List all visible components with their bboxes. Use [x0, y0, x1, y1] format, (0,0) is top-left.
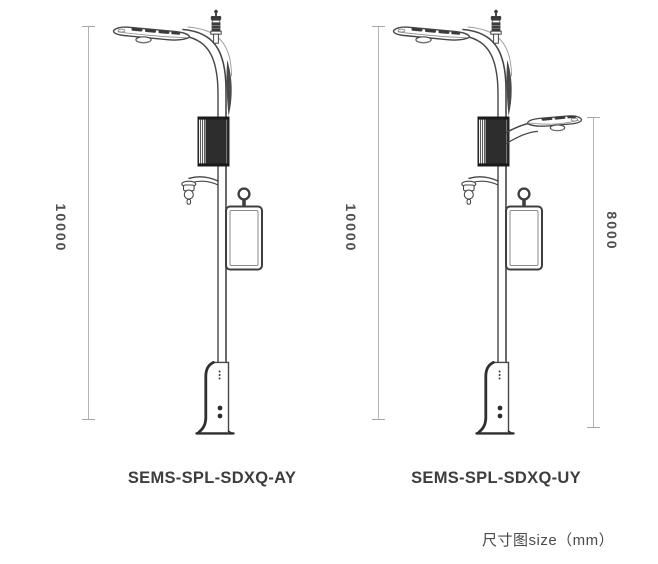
pole-model-uy: [392, 8, 583, 435]
dimension-tick-top: [82, 26, 95, 27]
dimension-line: [88, 26, 89, 420]
model-label-uy: SEMS-SPL-SDXQ-UY: [411, 469, 581, 487]
dimension-line: [593, 117, 594, 427]
dimension-value: 10000: [343, 203, 359, 253]
model-label-ay: SEMS-SPL-SDXQ-AY: [127, 469, 297, 487]
dimension-value: 8000: [604, 211, 620, 251]
dimension-tick-top: [587, 117, 600, 118]
pole-model-ay: [112, 8, 264, 435]
dimension-value: 10000: [53, 203, 69, 253]
dimension-tick-bottom: [82, 419, 95, 420]
diagram-caption: 尺寸图size（mm）: [482, 532, 615, 549]
dimension-tick-bottom: [372, 419, 385, 420]
dimension-tick-top: [372, 26, 385, 27]
dimension-line: [378, 26, 379, 420]
dimension-tick-bottom: [587, 427, 600, 428]
secondary-light-arm: [505, 115, 583, 145]
